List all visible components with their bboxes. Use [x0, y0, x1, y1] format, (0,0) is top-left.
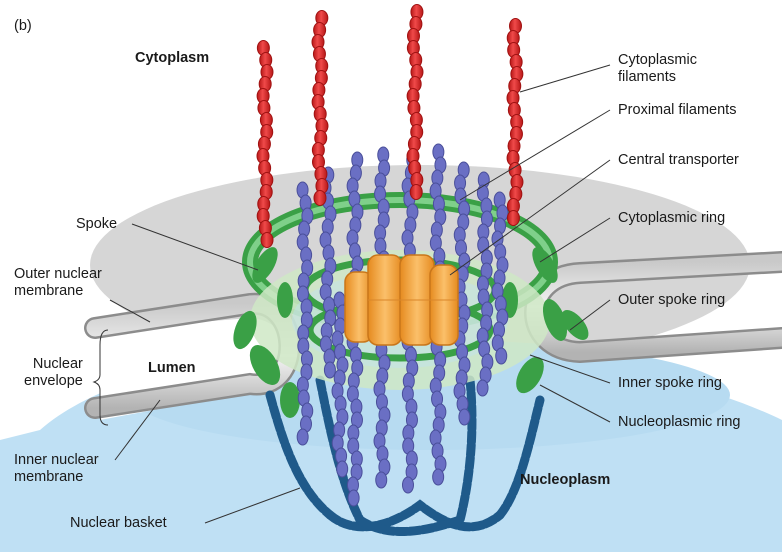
outer-spoke-ring-label: Outer spoke ring — [618, 292, 725, 309]
proximal-filament-bead — [496, 348, 507, 364]
inner-spoke-ring-label: Inner spoke ring — [618, 375, 722, 392]
proximal-filament-bead — [402, 477, 413, 493]
cytoplasm-label: Cytoplasm — [135, 50, 209, 67]
cytoplasmic-filament-bead — [410, 185, 422, 200]
proximal-filament-bead — [337, 461, 348, 477]
cytoplasmic-filament-bead — [507, 211, 519, 226]
cytoplasmic-filament-bead — [261, 233, 273, 248]
nucleoplasmic-ring-label: Nucleoplasmic ring — [618, 414, 741, 431]
proximal-filament-bead — [297, 429, 308, 445]
cytoplasmic-filaments-label: Cytoplasmic filaments — [618, 52, 697, 86]
proximal-filaments-label: Proximal filaments — [618, 102, 736, 119]
proximal-filament-bead — [433, 469, 444, 485]
outer-nuclear-membrane-label: Outer nuclear membrane — [14, 266, 102, 300]
central-transporter-label: Central transporter — [618, 152, 739, 169]
nuclear-basket-label: Nuclear basket — [70, 515, 167, 532]
lumen-label: Lumen — [148, 360, 196, 377]
proximal-filament-bead — [459, 409, 470, 425]
proximal-filament-bead — [477, 380, 488, 396]
proximal-filament-bead — [348, 490, 359, 506]
cytoplasmic-filament-bead — [314, 191, 326, 206]
inner-nuclear-membrane-label: Inner nuclear membrane — [14, 452, 99, 486]
proximal-filament-bead — [324, 362, 335, 378]
nuclear-envelope-label: Nuclear envelope — [24, 356, 83, 390]
cytoplasmic-ring-label: Cytoplasmic ring — [618, 210, 725, 227]
panel-label: (b) — [14, 18, 32, 35]
nucleoplasm-label: Nucleoplasm — [520, 472, 610, 489]
spoke-label: Spoke — [76, 216, 117, 233]
proximal-filament-bead — [376, 472, 387, 488]
